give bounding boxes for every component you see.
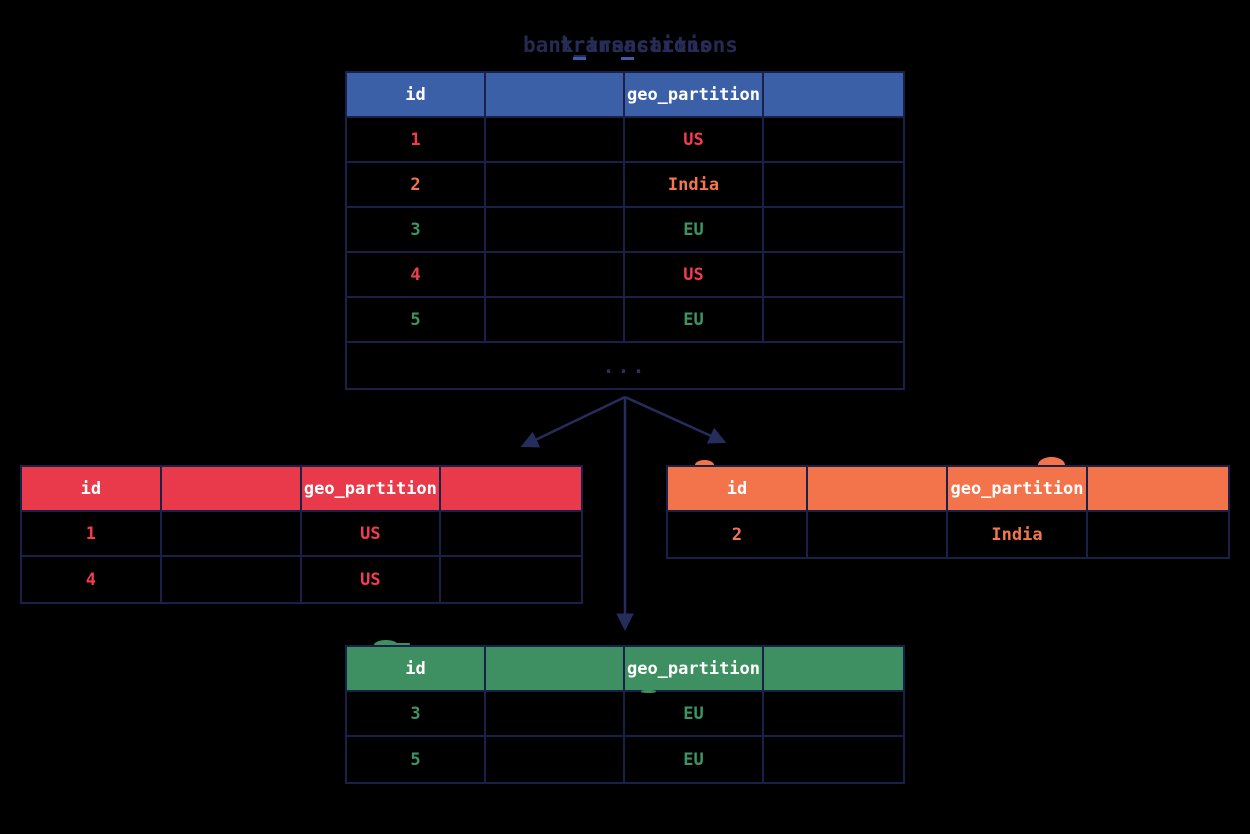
cell-geo: US [625,253,764,298]
header-cell-id: id [22,467,162,512]
cell-geo: EU [625,298,764,343]
header-cell-blank [486,647,625,692]
arrow-to-india [624,395,727,444]
cell-id: 5 [347,298,486,343]
cell-id: 2 [347,163,486,208]
cell-id: 1 [22,512,162,557]
header-cell-geo-partition: geo_partition [948,467,1088,512]
us-partition-table: id geo_partition 1 US 4 US [20,465,583,604]
cell-blank [764,163,903,208]
cell-blank [162,557,302,602]
orange-artifact-bump [1038,457,1065,465]
header-cell-blank [441,467,581,512]
cell-geo: India [948,512,1088,557]
cell-id: 4 [347,253,486,298]
cell-blank [441,512,581,557]
diagram-title: bank_transactions transactions [345,33,905,63]
cell-blank [808,512,948,557]
cell-id: 2 [668,512,808,557]
cell-geo: India [625,163,764,208]
ellipsis-row: ... [602,353,648,378]
header-cell-id: id [347,647,486,692]
india-partition-table: id geo_partition 2 India [666,465,1230,559]
cell-geo: US [301,512,442,557]
cell-blank [486,737,625,782]
header-cell-geo-partition: geo_partition [301,467,442,512]
cell-blank [764,298,903,343]
header-cell-blank [486,73,625,118]
cell-id: 1 [347,118,486,163]
cell-geo: EU [625,692,764,737]
title-layer-back: bank_transactions [523,33,738,57]
cell-geo: EU [625,737,764,782]
cell-id: 3 [347,208,486,253]
cell-blank [441,557,581,602]
cell-id: 5 [347,737,486,782]
orange-artifact-bump [695,460,714,465]
cell-blank [486,253,625,298]
header-cell-geo-partition: geo_partition [625,647,764,692]
cell-geo: US [625,118,764,163]
cell-blank [486,692,625,737]
cell-blank [764,118,903,163]
cell-blank [764,692,903,737]
header-cell-id: id [668,467,808,512]
cell-id: 3 [347,692,486,737]
cell-blank [764,208,903,253]
green-artifact-tail [397,643,410,645]
title-underscore-mark [621,57,634,60]
green-artifact-arc [374,640,398,645]
cell-id: 4 [22,557,162,602]
cell-blank [1088,512,1228,557]
source-table: id geo_partition 1 US 2 India 3 EU 4 US … [345,71,905,390]
header-cell-blank [764,73,903,118]
header-cell-geo-partition: geo_partition [625,73,764,118]
cell-geo: EU [625,208,764,253]
header-cell-blank [808,467,948,512]
cell-blank [161,512,302,557]
header-cell-blank [161,467,302,512]
header-cell-blank [764,647,903,692]
cell-blank [486,298,625,343]
cell-blank [486,163,625,208]
title-underscore-mark [573,57,586,60]
cell-geo: US [302,557,442,602]
title-layer-front: transactions [560,33,712,57]
cell-blank [764,737,903,782]
cell-blank [486,208,625,253]
cell-blank [486,118,625,163]
eu-partition-table: id geo_partition 3 EU 5 EU [345,645,905,784]
header-cell-id: id [347,73,486,118]
header-cell-blank [1088,467,1228,512]
cell-blank [764,253,903,298]
green-artifact-dash [641,690,656,693]
arrow-to-us [520,395,626,448]
